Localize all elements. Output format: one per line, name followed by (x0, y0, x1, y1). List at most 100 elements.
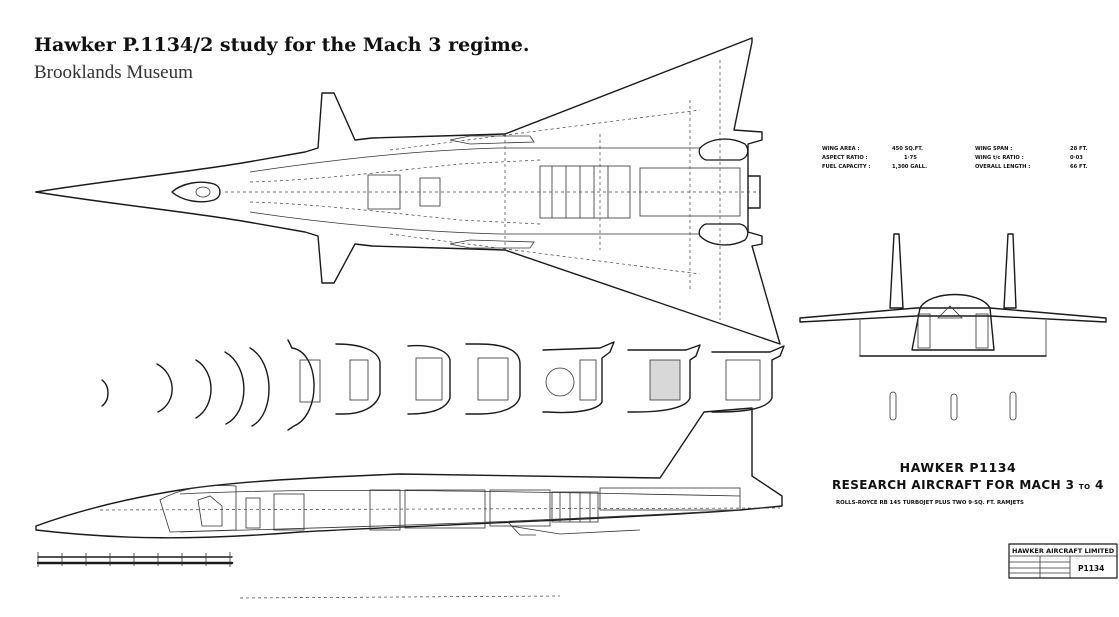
plan-internal-bay (419, 177, 441, 207)
spec-wing-span-value: 28 FT. (1070, 146, 1087, 152)
plan-canopy (171, 181, 221, 203)
spec-overall-length-value: 66 FT. (1070, 164, 1087, 170)
side-fuel-tank (369, 489, 401, 531)
cross-section-5 (249, 347, 270, 427)
spec-fuel-capacity-value: 1,300 GALL. (892, 164, 927, 170)
plan-view (35, 37, 781, 345)
front-landing-gear-centre (950, 393, 958, 421)
drawing-title-engines: ROLLS-ROYCE RB 145 TURBOJET PLUS TWO 9·S… (836, 500, 1024, 506)
side-undercarriage (507, 521, 536, 536)
drawing-title-line2-to: TO (1079, 483, 1091, 491)
plan-upper-pod (449, 135, 535, 145)
cross-section-11 (627, 344, 701, 413)
plan-intake-duct (249, 159, 541, 183)
cross-section-10-engine (545, 367, 575, 397)
spec-aspect-ratio-label: ASPECT RATIO : (822, 155, 868, 161)
drawing-title-line2: RESEARCH AIRCRAFT FOR MACH 3 TO 4 (832, 478, 1104, 492)
cross-section-7 (335, 343, 381, 415)
caption-title: Hawker P.1134/2 study for the Mach 3 reg… (34, 34, 530, 56)
spec-fuel-capacity-label: FUEL CAPACITY : (822, 164, 871, 170)
plan-engine-bay (539, 165, 631, 219)
plan-engine-ribs (551, 166, 609, 218)
cross-section-8 (407, 344, 451, 415)
spec-wing-span-label: WING SPAN : (975, 146, 1012, 152)
cross-section-12 (711, 345, 785, 413)
spec-wing-area-value: 450 SQ.FT. (892, 146, 923, 152)
cross-section-6-bay (299, 359, 321, 403)
side-cockpit (159, 485, 237, 533)
title-block: HAWKER AIRCRAFT LIMITED P1134 (1008, 543, 1118, 579)
plan-view-outline-upper (35, 37, 763, 193)
side-internal-bay (273, 493, 305, 531)
cross-section-1 (101, 379, 109, 407)
front-landing-gear-left (889, 391, 897, 421)
plan-fuselage-line (249, 147, 748, 173)
cross-section-8-bay (415, 357, 443, 401)
title-block-company: HAWKER AIRCRAFT LIMITED (1012, 547, 1115, 555)
side-view (35, 407, 783, 539)
plan-intake-duct (249, 201, 541, 225)
plan-lower-pod (449, 239, 535, 249)
scale-bar (36, 552, 561, 599)
front-right-fin (1003, 233, 1017, 309)
front-left-fin (889, 233, 904, 309)
side-pilot-seat (197, 495, 223, 527)
plan-internal-bay (367, 174, 401, 210)
side-internal-bay (245, 497, 261, 529)
front-intake-left (917, 313, 931, 349)
cross-section-10 (542, 341, 615, 414)
drawing-title-line2-main: RESEARCH AIRCRAFT FOR MACH 3 (832, 478, 1074, 492)
cross-section-4 (224, 351, 245, 425)
side-ventral-fairing (509, 525, 641, 535)
cross-sections (101, 339, 785, 431)
plan-lower-ramjet (698, 223, 749, 246)
cross-section-11-ramjet (649, 359, 681, 401)
cross-section-2 (156, 363, 173, 413)
drawing-title: HAWKER P1134 RESEARCH AIRCRAFT FOR MACH … (832, 460, 1104, 506)
side-fuel-tank (489, 489, 551, 527)
side-view-outline (35, 407, 783, 539)
plan-upper-ramjet (698, 138, 749, 161)
spec-wing-tc-label: WING t/c RATIO : (975, 155, 1024, 161)
side-centre-line (99, 507, 781, 511)
plan-view-outline-lower (35, 187, 781, 345)
title-block-drawing-no: P1134 (1078, 564, 1104, 573)
title-block-frame (1008, 543, 1118, 579)
front-canopy (937, 305, 963, 319)
side-ramjet (599, 487, 741, 511)
drawing-title-line2-end: 4 (1095, 478, 1104, 492)
side-fuselage-line (179, 489, 741, 497)
title-block-rows (1009, 556, 1070, 578)
cross-section-7-bay (349, 359, 369, 401)
scale-bar-faint (239, 595, 561, 599)
side-fuselage-line (179, 509, 741, 533)
front-fuselage (911, 293, 995, 351)
cross-section-9-bay (477, 357, 509, 401)
caption-credit: Brooklands Museum (34, 62, 193, 83)
scale-bar-ticks (37, 552, 231, 567)
spec-overall-length-label: OVERALL LENGTH : (975, 164, 1030, 170)
spec-wing-tc-value: 0·03 (1070, 155, 1083, 161)
side-engine (551, 491, 599, 523)
side-engine-ribs (559, 492, 591, 522)
plan-wing-spar (504, 60, 721, 320)
front-landing-gear-right (1009, 391, 1017, 421)
front-wing (799, 307, 1107, 323)
plan-exhaust (747, 175, 761, 209)
cross-section-6 (287, 339, 315, 431)
plan-canopy-inner (195, 186, 211, 198)
front-view (799, 233, 1107, 421)
specs-table: WING AREA : 450 SQ.FT. ASPECT RATIO : 1·… (822, 146, 1087, 170)
spec-aspect-ratio-value: 1·75 (904, 155, 917, 161)
spec-wing-area-label: WING AREA : (822, 146, 860, 152)
cross-section-10-bay (579, 359, 597, 401)
front-intake-right (975, 313, 989, 349)
plan-wing-root (389, 109, 701, 275)
plan-fuselage-line (249, 211, 748, 235)
cross-section-3 (195, 359, 212, 419)
drawing-title-line1: HAWKER P1134 (900, 460, 1017, 475)
cross-section-9 (465, 343, 521, 415)
cross-section-12-bay (725, 359, 761, 401)
